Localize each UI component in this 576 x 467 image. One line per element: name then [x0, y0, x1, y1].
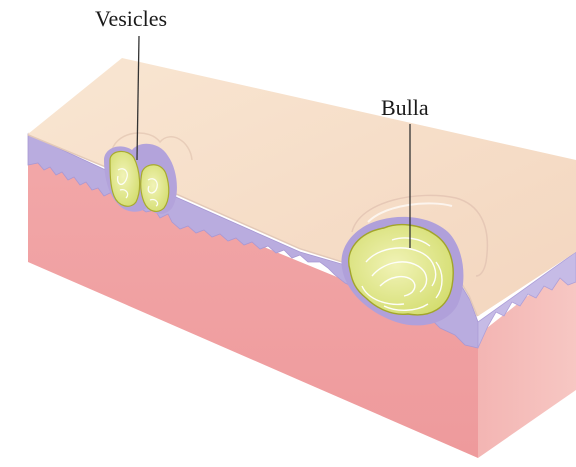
vesicle-left: [110, 151, 140, 206]
vesicle-right: [141, 165, 169, 212]
vesicles-label: Vesicles: [95, 8, 167, 30]
bulla-label: Bulla: [381, 97, 429, 119]
